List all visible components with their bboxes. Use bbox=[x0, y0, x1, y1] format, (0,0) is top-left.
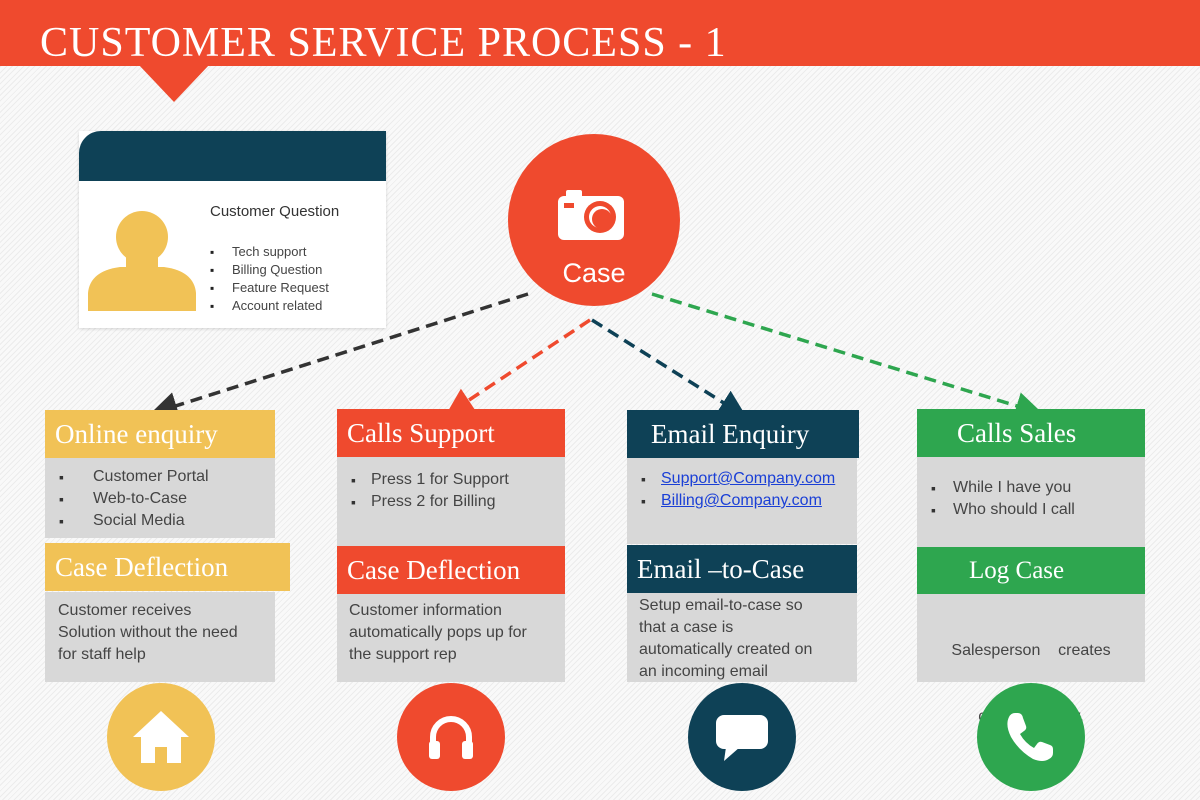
calls-sales-list: While I have you Who should I call bbox=[931, 477, 1075, 521]
online-enquiry-description: Customer receives Solution without the n… bbox=[58, 602, 238, 663]
billing-email-link[interactable]: Billing@Company.com bbox=[661, 492, 822, 509]
list-item: Press 2 for Billing bbox=[351, 491, 509, 513]
list-item: Tech support bbox=[210, 243, 329, 261]
calls-support-desc-box: Customer information automatically pops … bbox=[337, 594, 565, 682]
headset-icon-circle bbox=[397, 683, 505, 791]
online-enquiry-list: Customer Portal Web-to-Case Social Media bbox=[59, 466, 209, 532]
calls-sales-title: Calls Sales bbox=[917, 409, 1145, 457]
list-item: Support@Company.com bbox=[641, 468, 835, 490]
email-enquiry-desc-box: Setup email-to-case so that a case is au… bbox=[627, 593, 857, 682]
calls-support-list: Press 1 for Support Press 2 for Billing bbox=[351, 469, 509, 513]
customer-card: Customer Question Tech support Billing Q… bbox=[79, 131, 386, 328]
list-item: Press 1 for Support bbox=[351, 469, 509, 491]
list-item: Account related bbox=[210, 297, 329, 315]
list-item: Social Media bbox=[59, 510, 209, 532]
home-icon-circle bbox=[107, 683, 215, 791]
calls-support-title: Calls Support bbox=[337, 409, 565, 457]
email-enquiry-box: Support@Company.com Billing@Company.com bbox=[627, 458, 857, 544]
online-enquiry-box: Customer Portal Web-to-Case Social Media bbox=[45, 458, 275, 538]
home-icon bbox=[133, 711, 189, 763]
email-enquiry-title: Email Enquiry bbox=[627, 410, 859, 458]
email-enquiry-list: Support@Company.com Billing@Company.com bbox=[641, 468, 835, 512]
chat-bubble-icon-circle bbox=[688, 683, 796, 791]
person-icon bbox=[88, 211, 196, 311]
calls-support-subtitle: Case Deflection bbox=[337, 546, 565, 594]
list-item: Web-to-Case bbox=[59, 488, 209, 510]
calls-sales-subtitle: Log Case bbox=[917, 547, 1145, 595]
calls-support-description: Customer information automatically pops … bbox=[349, 602, 527, 663]
list-item: Billing@Company.com bbox=[641, 490, 835, 512]
list-item: Customer Portal bbox=[59, 466, 209, 488]
phone-icon-circle bbox=[977, 683, 1085, 791]
card-header bbox=[79, 131, 386, 181]
support-email-link[interactable]: Support@Company.com bbox=[661, 470, 836, 487]
calls-sales-desc-box: Salesperson creates case manually. bbox=[917, 594, 1145, 725]
card-title: Customer Question bbox=[210, 203, 340, 220]
list-item: Who should I call bbox=[931, 499, 1075, 521]
camera-icon bbox=[558, 190, 624, 240]
online-enquiry-desc-box: Customer receives Solution without the n… bbox=[45, 592, 275, 682]
calls-support-box: Press 1 for Support Press 2 for Billing bbox=[337, 457, 565, 546]
headset-icon bbox=[429, 716, 473, 759]
header-pointer bbox=[138, 64, 210, 102]
arrow-calls-sales bbox=[651, 292, 1044, 420]
email-enquiry-subtitle: Email –to-Case bbox=[627, 545, 857, 593]
online-enquiry-subtitle: Case Deflection bbox=[45, 543, 290, 591]
phone-icon bbox=[1007, 713, 1053, 761]
page-title: CUSTOMER SERVICE PROCESS - 1 bbox=[40, 20, 727, 66]
card-question-list: Tech support Billing Question Feature Re… bbox=[210, 243, 329, 315]
chat-bubble-icon bbox=[716, 715, 768, 761]
online-enquiry-title: Online enquiry bbox=[45, 410, 275, 458]
case-node: Case bbox=[508, 134, 680, 306]
email-enquiry-description: Setup email-to-case so that a case is au… bbox=[639, 597, 813, 680]
list-item: Feature Request bbox=[210, 279, 329, 297]
case-label: Case bbox=[562, 258, 626, 288]
arrow-email-enquiry bbox=[591, 318, 747, 418]
header-bar: CUSTOMER SERVICE PROCESS - 1 bbox=[0, 0, 1200, 66]
calls-sales-box: While I have you Who should I call bbox=[917, 457, 1145, 547]
arrow-calls-support bbox=[445, 318, 591, 416]
list-item: While I have you bbox=[931, 477, 1075, 499]
list-item: Billing Question bbox=[210, 261, 329, 279]
